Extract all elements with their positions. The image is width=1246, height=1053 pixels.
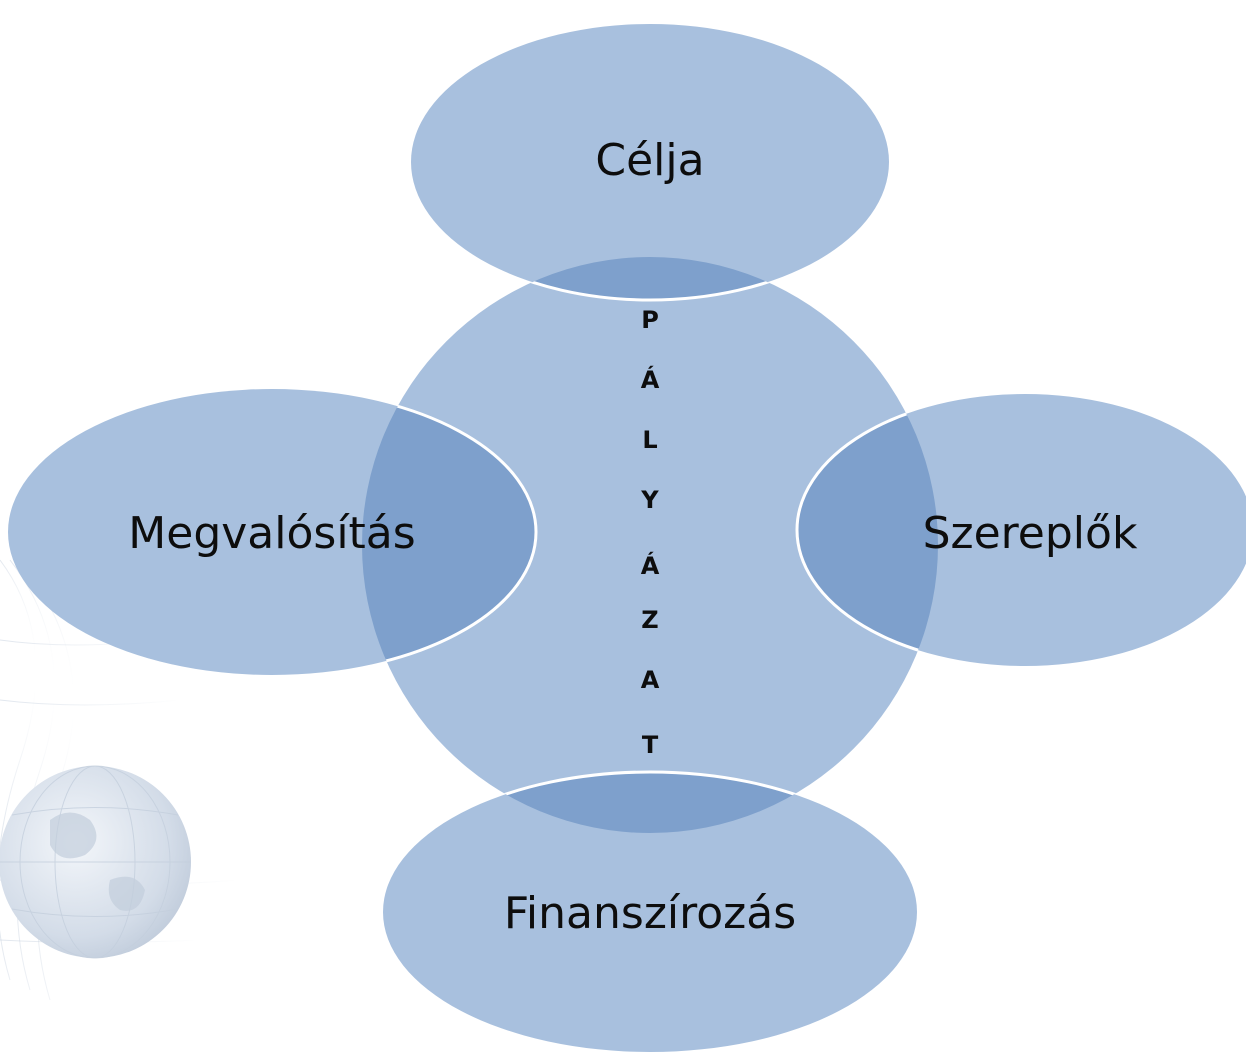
center-letter: Y <box>640 486 659 514</box>
node-bottom-ellipse <box>383 772 917 1052</box>
center-letter: Á <box>641 551 660 580</box>
center-letter: Á <box>641 365 660 394</box>
center-letter: A <box>641 666 660 694</box>
globe-icon <box>0 559 241 1001</box>
center-letter: T <box>642 731 659 759</box>
overlap-outlines <box>362 257 938 833</box>
center-word: P Á L Y Á Z A T <box>640 306 659 759</box>
node-bottom-label: Finanszírozás <box>504 888 796 939</box>
node-top-ellipse <box>411 24 889 300</box>
center-letter: P <box>641 306 659 334</box>
center-circle <box>362 257 938 833</box>
node-top-label: Célja <box>595 135 704 186</box>
node-right-label: Szereplők <box>923 508 1138 559</box>
center-letter: L <box>642 426 657 454</box>
center-letter: Z <box>641 606 658 634</box>
node-left-label: Megvalósítás <box>128 508 415 559</box>
overlap-regions <box>362 257 938 833</box>
